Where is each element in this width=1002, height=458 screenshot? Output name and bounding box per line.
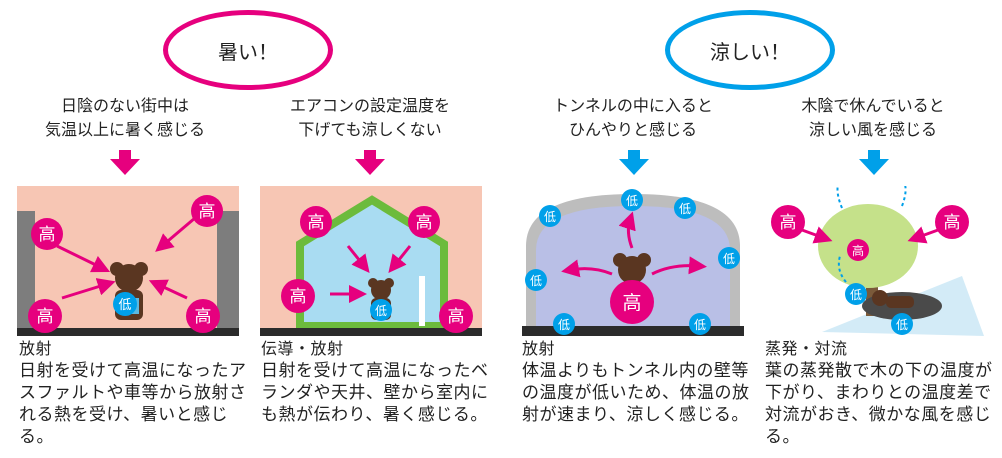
description-head: 蒸発・対流 [765, 339, 848, 358]
description-head: 放射 [522, 339, 556, 358]
low-temp-badge: 低 [525, 269, 547, 291]
heat-arrows [801, 226, 939, 244]
svg-text:高: 高 [39, 225, 56, 245]
high-temp-badge: 高 [847, 239, 869, 261]
high-temp-badge: 高 [771, 205, 805, 239]
description-street: 放射 日射を受けて高温になったアスファルトや車等から放射される熱を受け、暑いと感… [19, 338, 251, 448]
high-temp-badge: 高 [191, 195, 223, 227]
low-temp-badge: 低 [718, 247, 740, 269]
svg-text:低: 低 [375, 304, 387, 318]
tunnel-illustration: 高 低 低 低 低 低 低 低 [522, 189, 744, 336]
arrow-down-icon [619, 150, 649, 175]
svg-text:高: 高 [852, 243, 864, 258]
cool-label: 涼しい！ [710, 39, 790, 64]
tree-shade-illustration: 高 高 高 低 低 [762, 186, 984, 336]
caption-aircon: エアコンの設定温度を 下げても涼しくない [289, 96, 450, 139]
svg-text:高: 高 [780, 213, 797, 233]
building-left [17, 211, 35, 331]
description-aircon: 伝導・放射 日射を受けて高温になったベランダや天井、壁から室内にも熱が伝わり、暑… [261, 338, 493, 426]
description-body: 日射を受けて高温になったアスファルトや車等から放射される熱を受け、暑いと感じる。 [19, 361, 247, 447]
arrow-down-icon [859, 150, 889, 175]
high-temp-badge: 高 [186, 299, 220, 333]
hot-label: 暑い！ [218, 39, 278, 64]
description-tree-shade: 蒸発・対流 葉の蒸発散で木の下の温度が下がり、まわりとの温度差で対流がおき、微か… [765, 338, 997, 448]
svg-text:高: 高 [290, 287, 307, 307]
svg-text:高: 高 [37, 307, 54, 327]
description-body: 葉の蒸発散で木の下の温度が下がり、まわりとの温度差で対流がおき、微かな風を感じる… [765, 361, 993, 447]
house-illustration: 高 高 高 高 低 [260, 186, 482, 336]
bear-icon [872, 290, 914, 308]
low-temp-badge: 低 [621, 189, 643, 211]
low-temp-badge: 低 [845, 283, 867, 305]
low-temp-badge: 低 [113, 292, 137, 316]
low-temp-badge: 低 [539, 205, 561, 227]
svg-text:低: 低 [723, 252, 735, 266]
high-temp-badge: 高 [300, 206, 332, 238]
svg-text:低: 低 [896, 318, 908, 332]
svg-text:低: 低 [679, 202, 691, 216]
road [522, 326, 744, 336]
svg-text:高: 高 [416, 213, 433, 233]
svg-text:高: 高 [195, 307, 212, 327]
svg-text:高: 高 [308, 213, 325, 233]
description-tunnel: 放射 体温よりもトンネル内の壁等の温度が低いため、体温の放射が速まり、涼しく感じ… [522, 338, 754, 426]
bear-icon [613, 253, 651, 284]
high-temp-badge: 高 [28, 299, 62, 333]
cool-bubble: 涼しい！ [665, 10, 835, 90]
svg-text:低: 低 [626, 194, 638, 208]
svg-text:低: 低 [118, 298, 131, 313]
caption-street: 日陰のない街中は 気温以上に暑く感じる [44, 96, 205, 139]
high-temp-badge: 高 [281, 279, 315, 313]
arrow-down-icon [110, 150, 140, 175]
svg-text:高: 高 [944, 213, 961, 233]
low-temp-badge: 低 [370, 299, 392, 321]
svg-text:低: 低 [694, 318, 706, 332]
description-head: 伝導・放射 [261, 339, 344, 358]
svg-text:低: 低 [558, 318, 570, 332]
svg-text:低: 低 [544, 210, 556, 224]
heat-arrows [561, 211, 707, 278]
street-illustration: 高 高 高 高 低 [17, 186, 239, 336]
description-head: 放射 [19, 339, 53, 358]
high-temp-badge: 高 [935, 205, 969, 239]
floor [260, 328, 482, 336]
low-temp-badge: 低 [553, 313, 575, 335]
svg-text:高: 高 [448, 307, 465, 327]
building-right [217, 211, 239, 331]
heat-arrows [330, 245, 412, 303]
caption-tunnel: トンネルの中に入ると ひんやりと感じる [553, 96, 713, 139]
airflow-arrows [836, 186, 907, 283]
high-temp-badge: 高 [408, 206, 440, 238]
svg-text:低: 低 [850, 288, 862, 302]
caption-tree-shade: 木陰で休んでいると 涼しい風を感じる [801, 96, 945, 139]
svg-text:高: 高 [622, 292, 641, 314]
heat-arrows [56, 216, 196, 300]
low-temp-badge: 低 [891, 313, 913, 335]
svg-text:低: 低 [530, 274, 542, 288]
high-temp-badge: 高 [439, 299, 473, 333]
road [17, 328, 239, 336]
arrow-down-icon [355, 150, 385, 175]
low-temp-badge: 低 [674, 197, 696, 219]
description-body: 日射を受けて高温になったベランダや天井、壁から室内にも熱が伝わり、暑く感じる。 [261, 361, 489, 425]
high-temp-badge: 高 [31, 218, 63, 250]
description-body: 体温よりもトンネル内の壁等の温度が低いため、体温の放射が速まり、涼しく感じる。 [522, 361, 750, 425]
hot-bubble: 暑い！ [163, 10, 333, 90]
low-temp-badge: 低 [689, 313, 711, 335]
svg-text:高: 高 [199, 202, 216, 222]
high-temp-badge: 高 [610, 280, 654, 324]
